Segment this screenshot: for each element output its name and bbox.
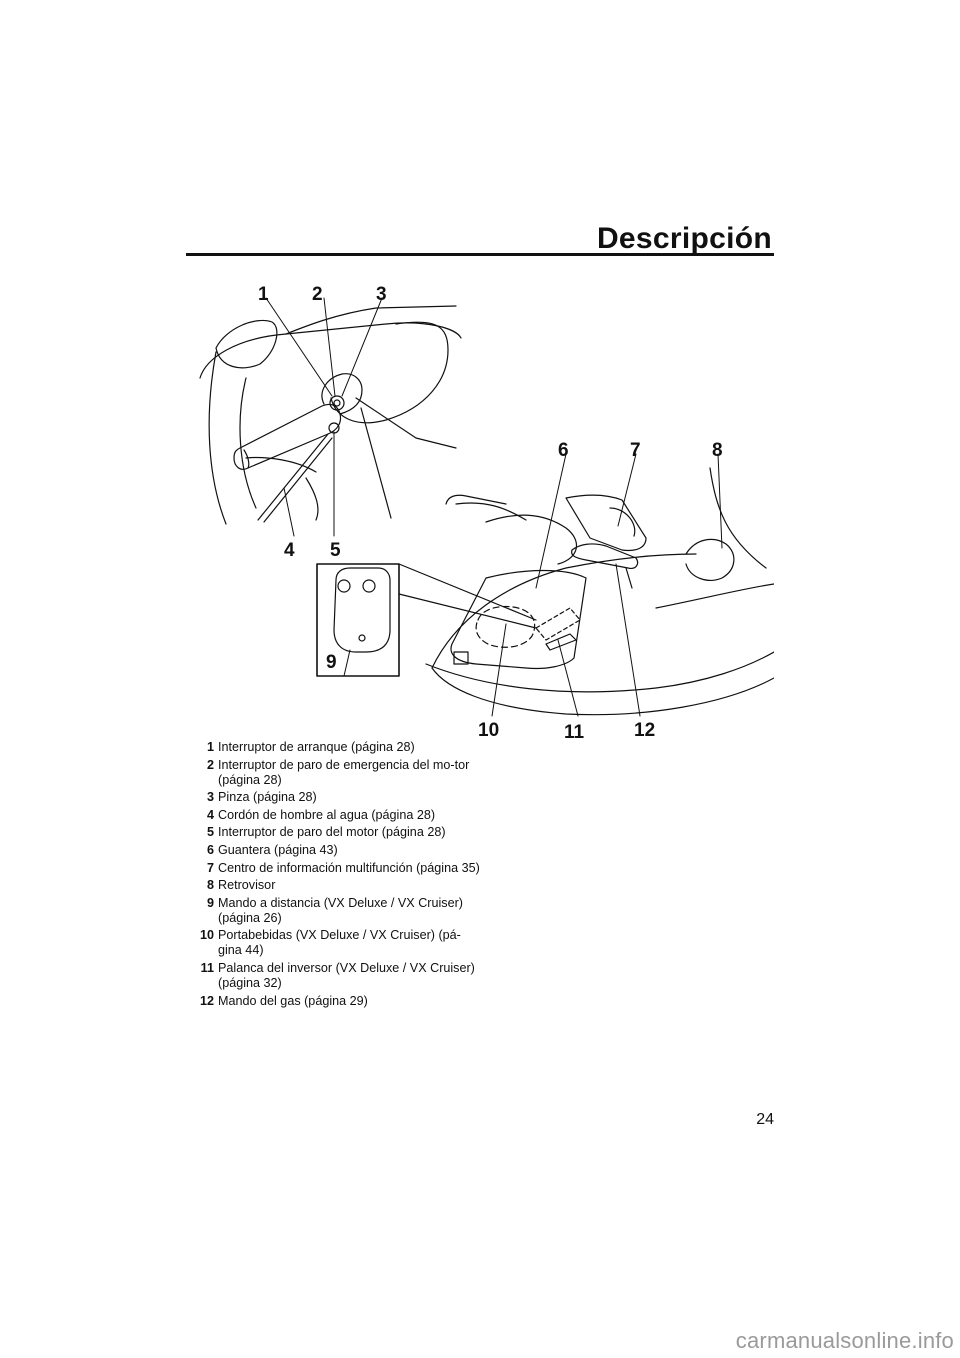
page-title: Descripción — [596, 222, 772, 255]
callout-1: 1 — [258, 284, 269, 305]
legend-number: 4 — [206, 807, 214, 822]
callout-4: 4 — [284, 540, 295, 561]
legend-item: 7 Centro de información multifunción (pá… — [180, 861, 480, 876]
watermark-text: carmanualsonline.info — [735, 1328, 954, 1353]
legend-number: 11 — [200, 960, 214, 975]
legend-text: Palanca del inversor (VX Deluxe / VX Cru… — [218, 960, 475, 990]
parts-legend: 1 Interruptor de arranque (página 28) 2 … — [180, 740, 480, 1011]
page-number: 24 — [756, 1111, 774, 1128]
legend-number: 9 — [206, 895, 214, 910]
legend-text: Interruptor de arranque (página 28) — [218, 740, 415, 754]
legend-text: Interruptor de paro de emergencia del mo… — [218, 757, 470, 787]
callout-7: 7 — [630, 440, 641, 461]
legend-text: Mando a distancia (VX Deluxe / VX Cruise… — [218, 895, 463, 925]
legend-number: 8 — [206, 878, 214, 893]
legend-item: 12 Mando del gas (página 29) — [180, 994, 480, 1009]
legend-item: 1 Interruptor de arranque (página 28) — [180, 740, 480, 755]
legend-text: Centro de información multifunción (pági… — [218, 860, 480, 875]
callout-6: 6 — [558, 440, 569, 461]
callout-leader-lines — [265, 297, 723, 717]
callout-12: 12 — [634, 720, 655, 741]
legend-item: 3 Pinza (página 28) — [180, 790, 480, 805]
legend-item: 8 Retrovisor — [180, 878, 480, 893]
legend-item: 4 Cordón de hombre al agua (página 28) — [180, 808, 480, 823]
legend-number: 3 — [206, 790, 214, 805]
callout-2: 2 — [312, 284, 323, 305]
callout-5: 5 — [330, 540, 341, 561]
title-underline — [186, 253, 774, 256]
legend-item: 11 Palanca del inversor (VX Deluxe / VX … — [180, 961, 480, 991]
legend-text: Cordón de hombre al agua (página 28) — [218, 807, 436, 822]
legend-item: 9 Mando a distancia (VX Deluxe / VX Crui… — [180, 896, 480, 926]
legend-number: 6 — [206, 842, 214, 857]
legend-item: 6 Guantera (página 43) — [180, 843, 480, 858]
legend-number: 5 — [206, 825, 214, 840]
callout-10: 10 — [478, 720, 499, 741]
legend-text: Interruptor de paro del motor (página 28… — [218, 825, 446, 840]
callout-8: 8 — [712, 440, 723, 461]
legend-text: Mando del gas (página 29) — [218, 993, 368, 1008]
legend-number: 10 — [199, 928, 214, 943]
legend-item: 10 Portabebidas (VX Deluxe / VX Cruiser)… — [180, 928, 480, 958]
callout-11: 11 — [564, 722, 585, 743]
legend-number: 2 — [206, 757, 214, 772]
legend-text: Pinza (página 28) — [218, 790, 317, 805]
handlebar-closeup-drawing — [199, 305, 462, 525]
legend-text: Guantera (página 43) — [218, 842, 338, 857]
callout-3: 3 — [376, 284, 387, 305]
legend-item: 5 Interruptor de paro del motor (página … — [180, 825, 480, 840]
remote-control-inset — [316, 563, 537, 677]
watercraft-illustration: 1 2 3 4 5 6 7 8 9 10 11 12 — [199, 284, 774, 743]
legend-number: 7 — [206, 860, 214, 875]
legend-text: Portabebidas (VX Deluxe / VX Cruiser) (p… — [218, 928, 461, 958]
legend-item: 2 Interruptor de paro de emergencia del … — [180, 758, 480, 788]
callout-9: 9 — [326, 652, 337, 673]
legend-text: Retrovisor — [218, 878, 276, 893]
legend-number: 1 — [206, 740, 214, 754]
watercraft-drawing — [425, 467, 774, 716]
legend-number: 12 — [199, 993, 214, 1008]
